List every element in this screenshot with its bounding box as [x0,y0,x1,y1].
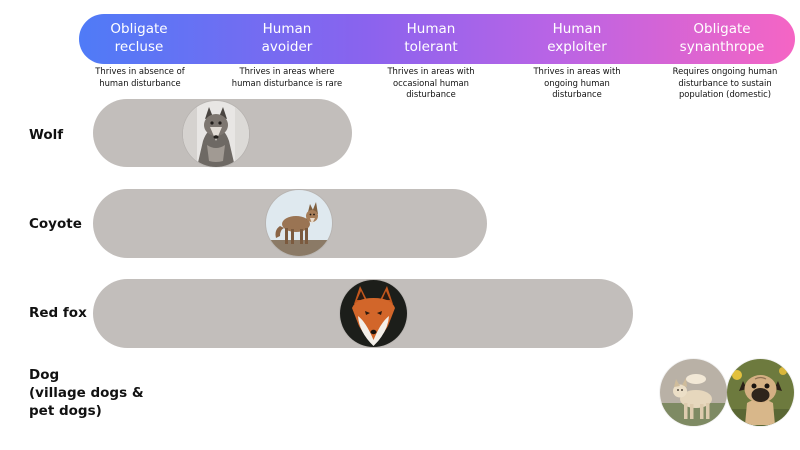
description-obligate-synanthrope: Requires ongoing human disturbance to su… [672,66,778,99]
category-human-exploiter: Human exploiter [547,21,607,55]
description-human-avoider: Thrives in areas where human disturbance… [231,66,343,88]
row-label-wolf: Wolf [29,127,64,143]
category-human-avoider: Human avoider [261,21,313,55]
red-fox-photo-icon [340,280,407,347]
coyote-photo-icon [266,190,332,256]
row-label-red-fox: Red fox [29,305,87,321]
village-dog-photo-icon [660,359,727,426]
row-label-coyote: Coyote [29,216,82,232]
pug-photo-icon [727,359,794,426]
category-human-tolerant: Human tolerant [404,21,458,55]
wolf-photo-icon [183,101,249,167]
tolerance-scale-header [79,14,795,64]
description-human-exploiter: Thrives in areas with ongoing human dist… [533,66,621,99]
row-label-dog: Dog (village dogs & pet dogs) [29,367,144,419]
category-obligate-synanthrope: Obligate synanthrope [679,21,765,55]
description-human-tolerant: Thrives in areas with occasional human d… [387,66,475,99]
category-obligate-recluse: Obligate recluse [110,21,168,55]
description-obligate-recluse: Thrives in absence of human disturbance [95,66,185,88]
